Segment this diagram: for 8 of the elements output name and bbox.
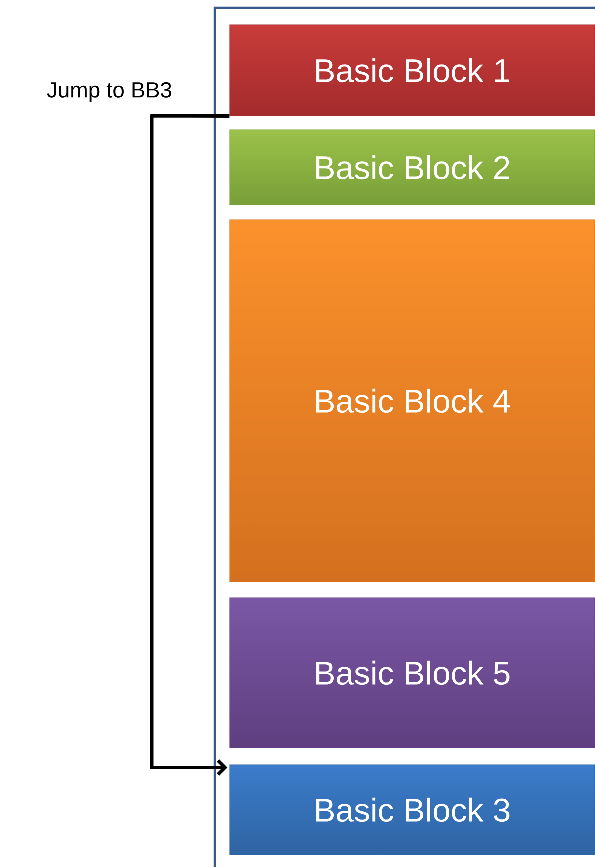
container-frame <box>214 6 595 867</box>
edge-label: Jump to BB3 <box>46 81 174 104</box>
basic-block-box: Basic Block 2 <box>230 130 595 206</box>
arrow <box>150 114 230 776</box>
basic-block-box: Basic Block 4 <box>230 220 595 582</box>
basic-block-box: Basic Block 5 <box>230 598 595 748</box>
basic-block-box: Basic Block 1 <box>230 24 595 116</box>
basic-block-box: Basic Block 3 <box>230 764 595 856</box>
